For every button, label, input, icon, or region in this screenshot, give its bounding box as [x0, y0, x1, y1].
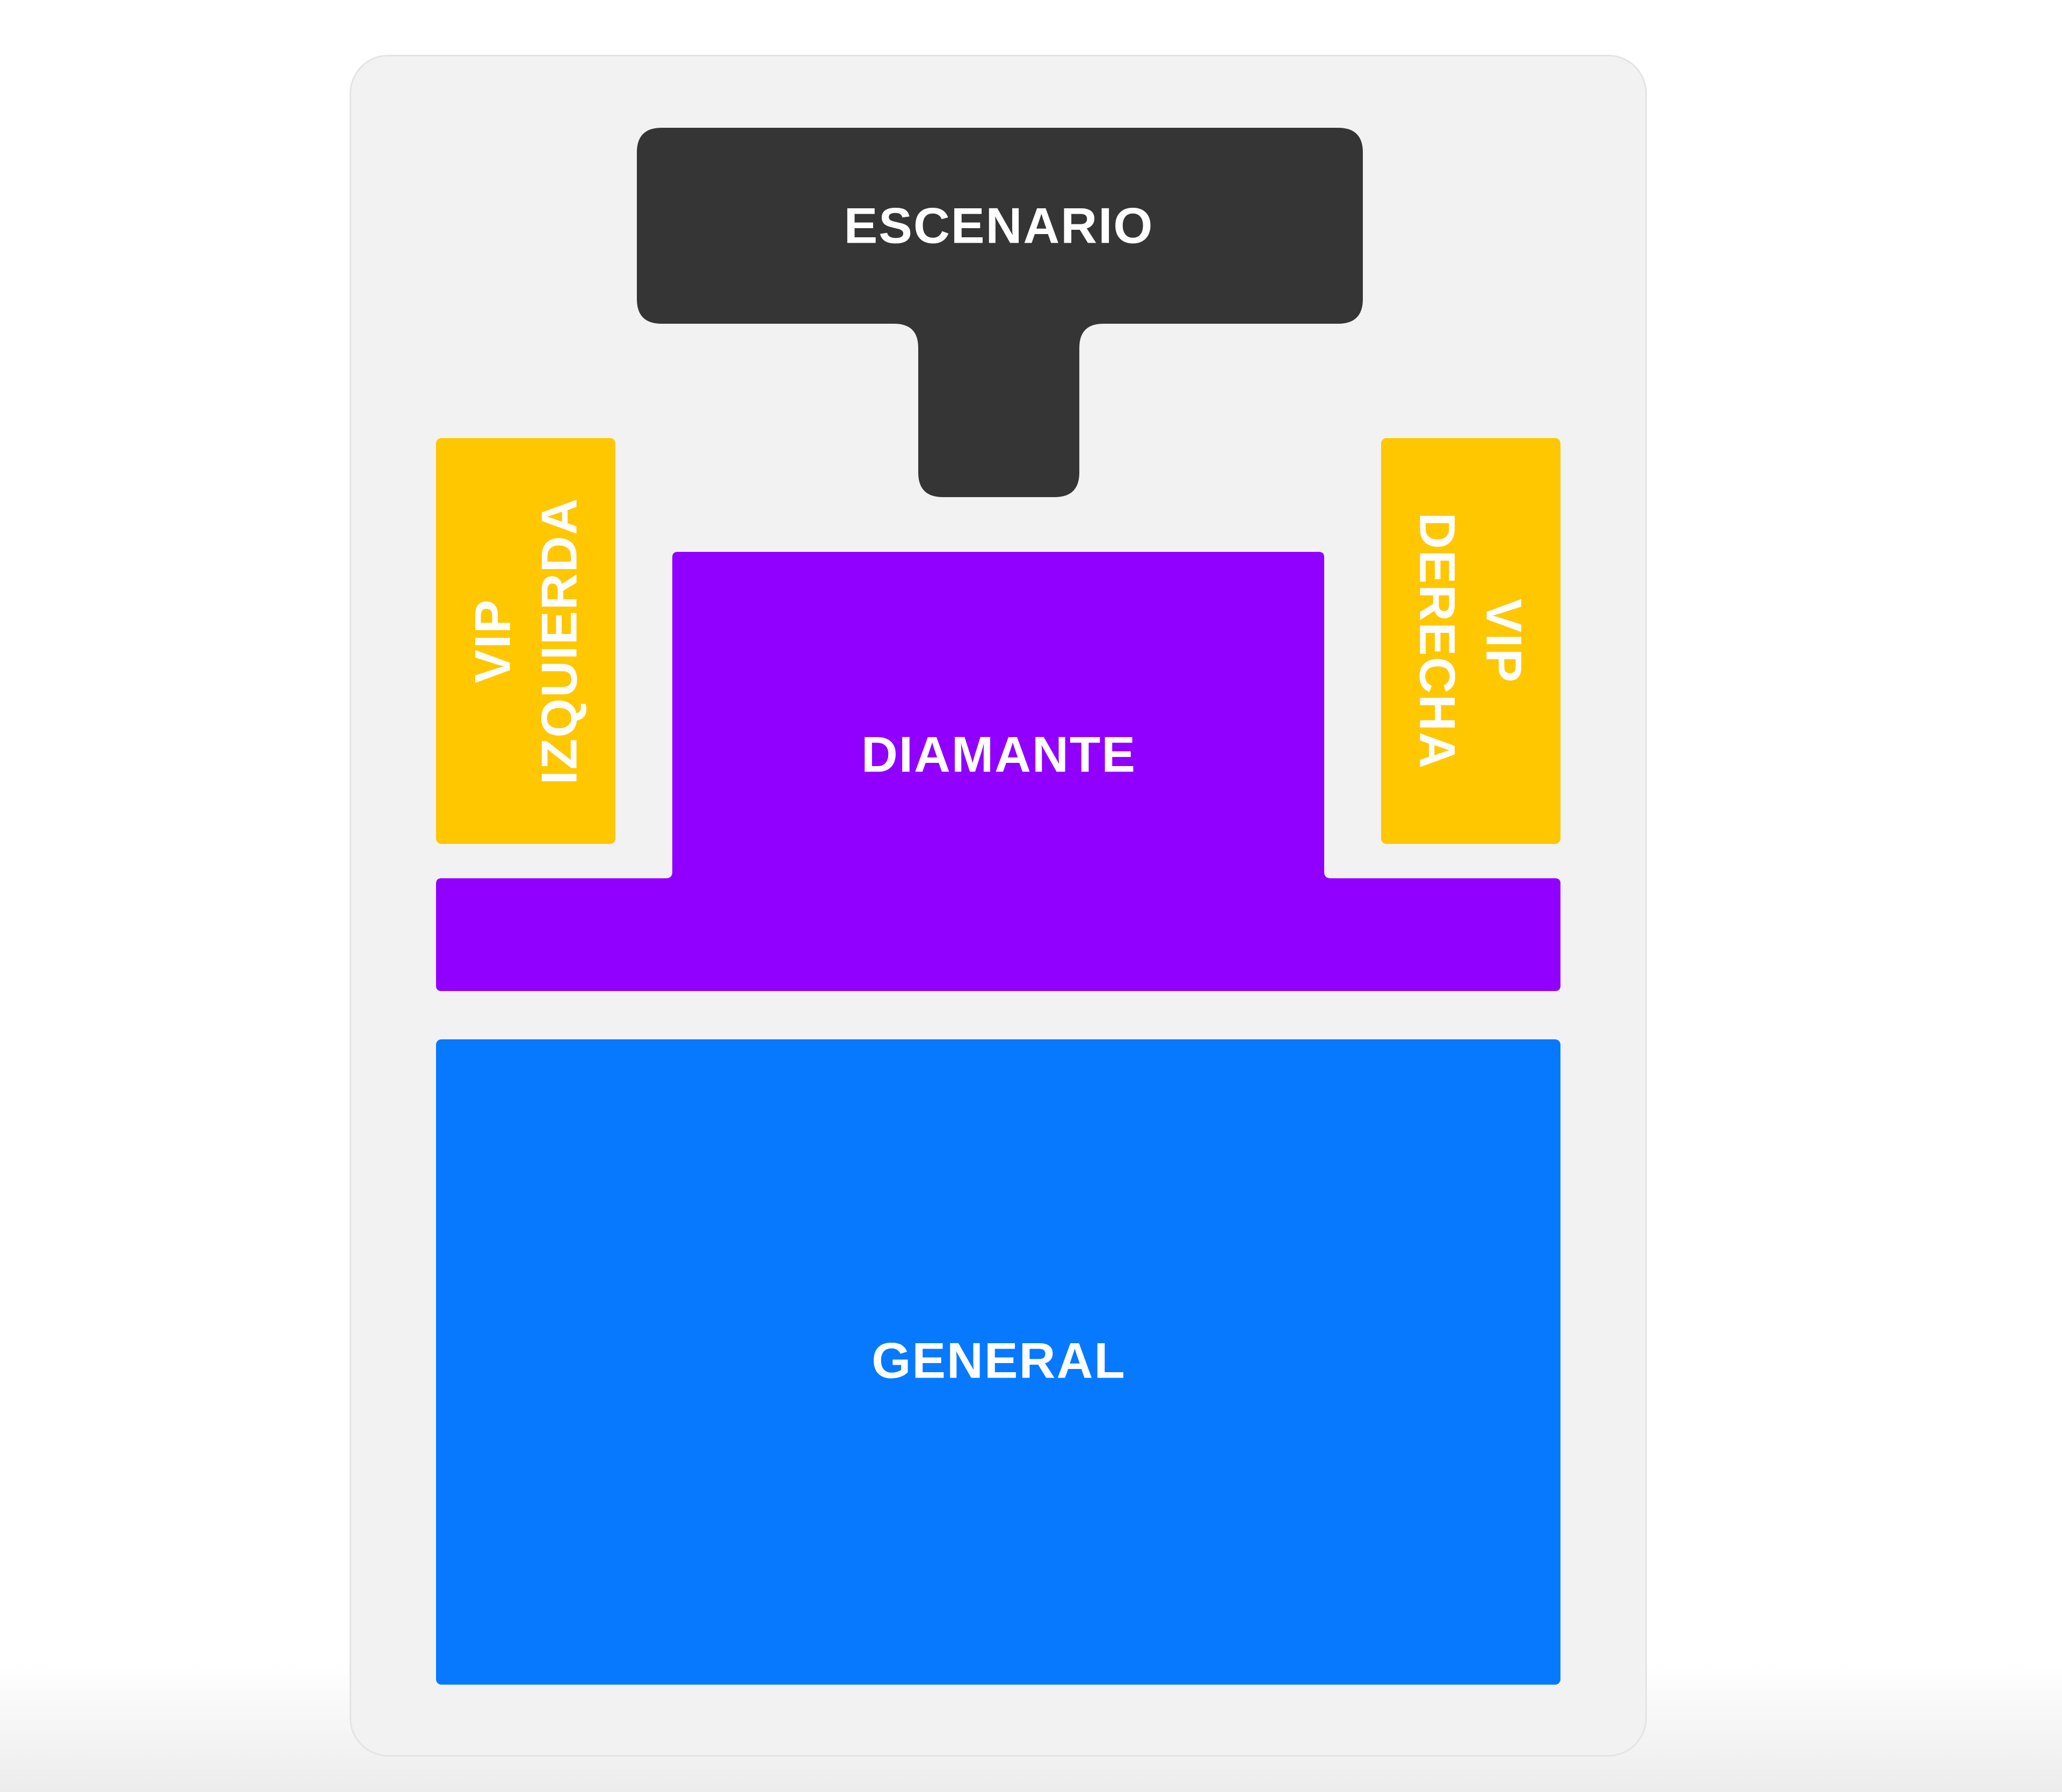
- vip-derecha-label-line2: DERECHA: [1410, 513, 1466, 770]
- stage-section[interactable]: ESCENARIO: [637, 128, 1363, 497]
- vip-izquierda-shape: [436, 438, 615, 844]
- diamante-section[interactable]: DIAMANTE: [436, 552, 1560, 991]
- general-section[interactable]: GENERAL: [436, 1039, 1560, 1685]
- stage-shape: [637, 128, 1363, 497]
- general-label: GENERAL: [872, 1332, 1126, 1389]
- vip-derecha-shape: [1381, 438, 1560, 844]
- vip-izquierda-label-line2: IZQUIERDA: [531, 498, 587, 785]
- vip-derecha-label-line1: VIP: [1476, 599, 1533, 683]
- vip-derecha-section[interactable]: VIP DERECHA: [1381, 438, 1560, 844]
- diamante-label: DIAMANTE: [861, 726, 1136, 783]
- diamante-shape: [436, 552, 1560, 991]
- vip-izquierda-label-line1: VIP: [464, 599, 521, 683]
- vip-izquierda-section[interactable]: VIP IZQUIERDA: [436, 438, 615, 844]
- general-shape: [436, 1039, 1560, 1685]
- stage-label: ESCENARIO: [844, 198, 1154, 254]
